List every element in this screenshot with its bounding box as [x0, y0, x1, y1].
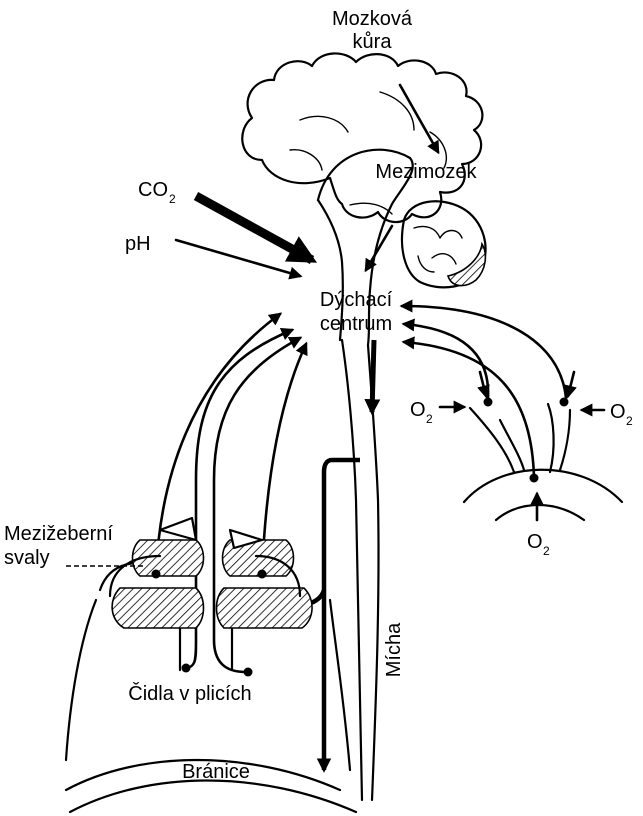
cortex-arrow [400, 85, 438, 152]
descending-arrow [372, 340, 374, 412]
label-o2-left-sub: 2 [426, 412, 433, 426]
chemoreceptor-dot-right [560, 398, 569, 407]
sensor-dot-intercostal-right [258, 570, 267, 579]
sensor-dot-intercostal-left [152, 570, 161, 579]
chemo-arrowhead-right [568, 372, 574, 396]
label-cortex-1: Mozková [332, 8, 413, 30]
label-o2-right-sub: 2 [626, 414, 633, 428]
label-lung-sensors: Čidla v plicích [128, 682, 251, 705]
label-o2-bottom: O [527, 531, 543, 553]
chemoreceptor-dot-left [484, 398, 493, 407]
sensor-dot-lung-left [182, 664, 191, 673]
label-intercostal-2: svaly [4, 547, 50, 569]
label-diencephalon: Mezimozek [375, 161, 477, 183]
label-center-1: Dýchací [320, 289, 393, 311]
label-intercostal-1: Mezižeberní [4, 523, 113, 545]
sensor-dot-lung-right [244, 668, 253, 677]
label-diaphragm: Bránice [182, 761, 250, 783]
motor-path [324, 460, 360, 770]
label-spinal-cord: Mícha [383, 622, 405, 677]
label-center-2: centrum [320, 313, 392, 335]
intercostal-muscles [110, 518, 312, 628]
brain-cortex [242, 53, 482, 222]
label-o2-right: O [610, 401, 626, 423]
label-ph: pH [125, 233, 151, 255]
label-co2-sub: 2 [169, 192, 176, 206]
diencephalon-arrow [366, 226, 392, 270]
chemoreceptor-dot-bottom [530, 474, 539, 483]
label-co2: CO [138, 179, 168, 201]
blood-vessels [464, 404, 622, 520]
label-o2-left: O [410, 399, 426, 421]
label-cortex-2: kůra [353, 31, 393, 53]
label-o2-bottom-sub: 2 [543, 544, 550, 558]
